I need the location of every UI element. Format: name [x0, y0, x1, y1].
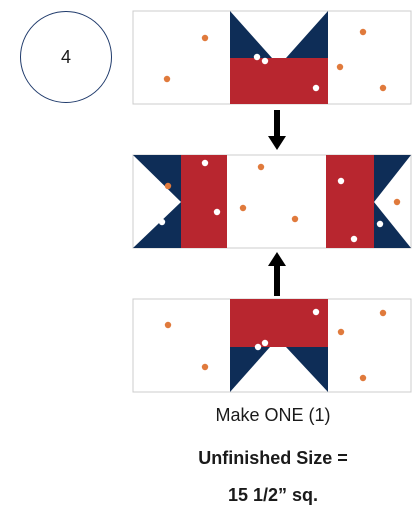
down-arrow-icon — [268, 110, 286, 150]
middle-unit-right-goose-bottom — [374, 202, 411, 248]
middle-unit-left-red-bar — [181, 155, 227, 248]
bottom-unit-left-goose — [230, 347, 270, 392]
middle-unit-right-red-bar — [326, 155, 374, 248]
middle-unit-dots — [158, 159, 401, 243]
middle-unit-left-goose-bottom — [133, 202, 181, 248]
step-number: 4 — [60, 46, 71, 67]
bottom-unit-right-goose — [286, 347, 328, 392]
middle-unit-left-goose-top — [133, 155, 181, 202]
middle-unit-right-goose-top — [374, 155, 411, 202]
top-unit-dots — [163, 28, 387, 92]
unfinished-size-value: 15 1/2” sq. — [227, 485, 319, 505]
top-flying-geese-unit — [132, 10, 412, 105]
bottom-unit-dots — [164, 308, 387, 382]
middle-center-unit — [132, 154, 412, 249]
up-arrow-icon — [268, 252, 286, 296]
top-unit-red-bar — [230, 58, 328, 104]
bottom-unit-red-bar — [230, 299, 328, 347]
top-unit-right-goose — [286, 11, 328, 58]
step-number-badge: 4 — [20, 11, 112, 103]
quilt-assembly-diagram — [132, 10, 412, 393]
bottom-flying-geese-unit — [132, 298, 412, 393]
top-unit-left-goose — [230, 11, 272, 58]
unfinished-size-label: Unfinished Size = — [198, 448, 348, 468]
make-quantity-caption: Make ONE (1) — [215, 405, 331, 425]
